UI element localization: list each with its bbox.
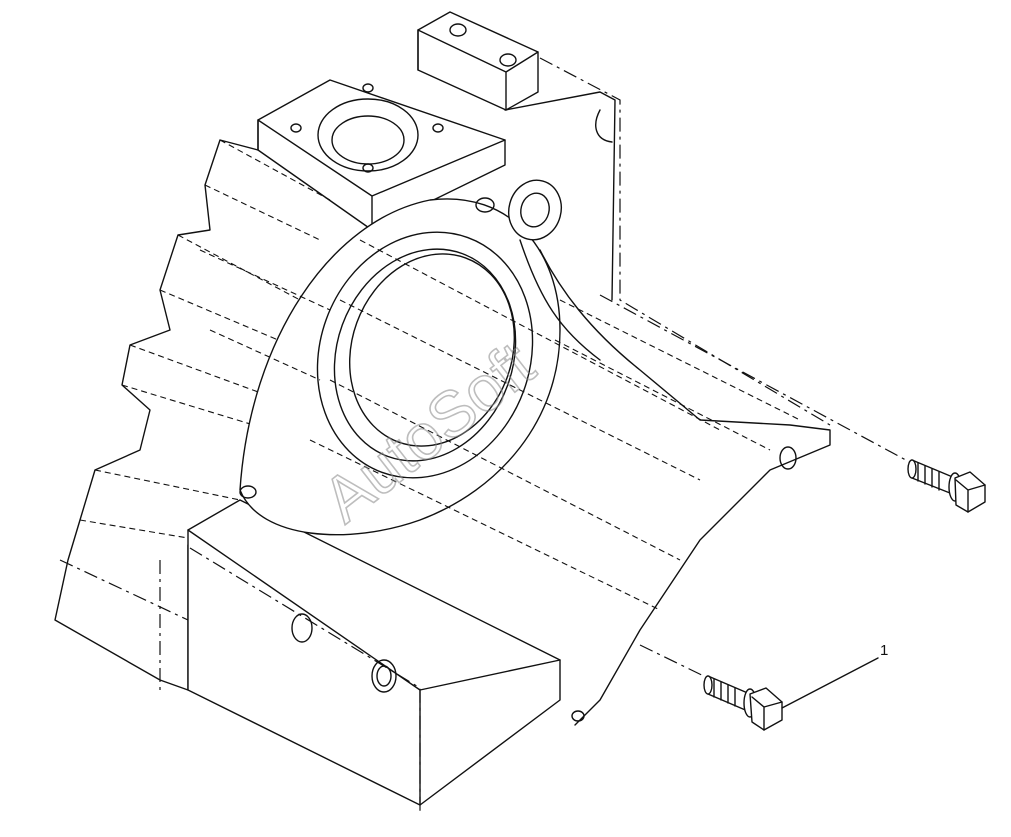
bolt-lower (703, 675, 783, 731)
callout-1: 1 (781, 642, 888, 709)
centerline-lower (639, 644, 713, 681)
callout-label: 1 (880, 642, 888, 659)
centerline-upper (599, 294, 916, 466)
bolt-upper (907, 459, 986, 513)
housing (54, 11, 831, 812)
